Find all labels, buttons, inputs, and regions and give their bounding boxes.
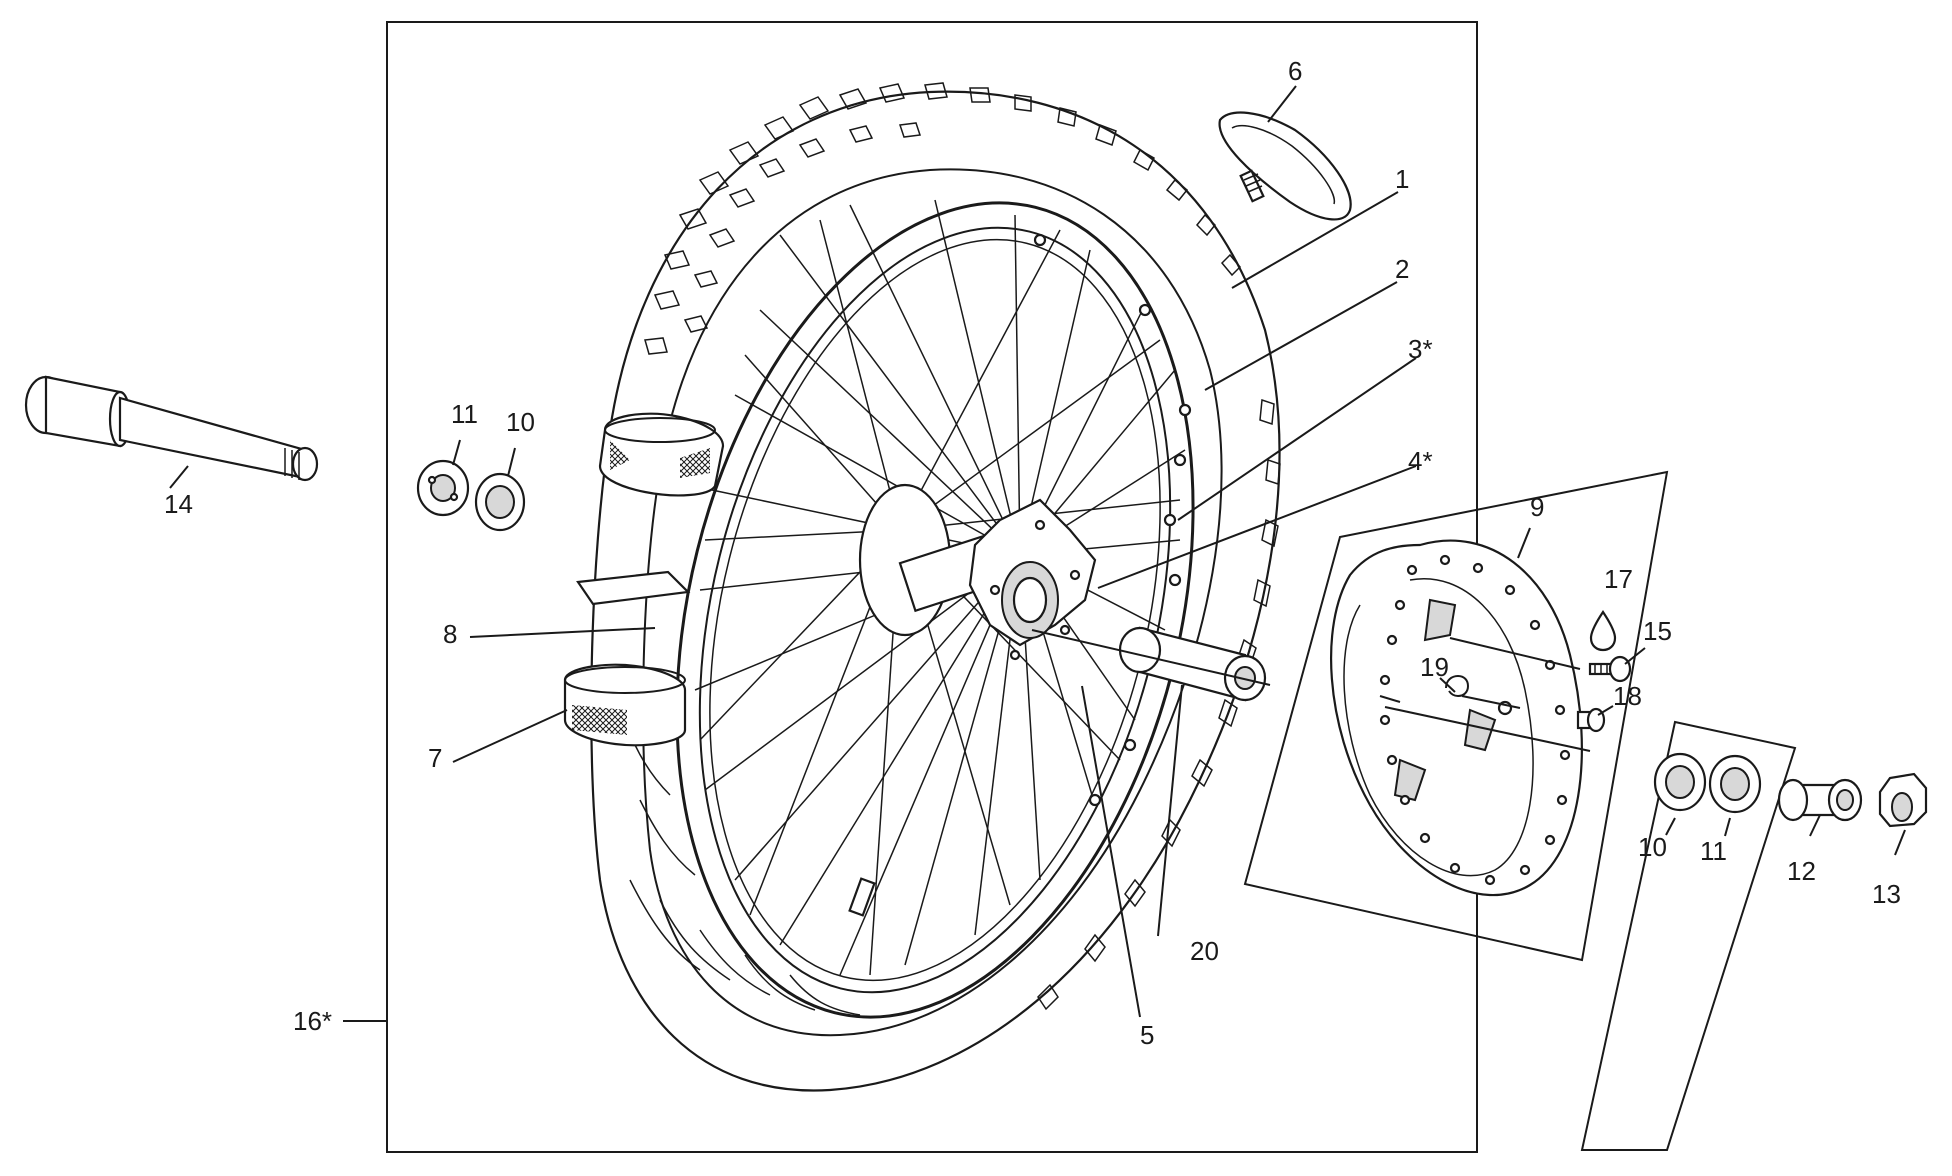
label-7: 7	[428, 743, 442, 773]
front-wheel	[590, 82, 1281, 1092]
label-20: 20	[1190, 936, 1219, 966]
disc-bolt	[1588, 655, 1632, 683]
rim-tape-upper	[598, 412, 725, 497]
label-1: 1	[1395, 164, 1409, 194]
label-16: 16*	[293, 1006, 332, 1036]
brake-disc	[1330, 539, 1583, 897]
spacer-right	[1708, 754, 1762, 814]
spacer-left	[416, 459, 470, 517]
label-8: 8	[443, 619, 457, 649]
tyre-valve	[848, 877, 876, 917]
label-10-right: 10	[1638, 832, 1667, 862]
sidewall-pattern	[624, 719, 861, 1016]
label-13: 13	[1872, 879, 1901, 909]
label-18: 18	[1613, 681, 1642, 711]
tread-knobs	[644, 82, 1242, 355]
axle-spacer	[1777, 778, 1863, 822]
label-17: 17	[1604, 564, 1633, 594]
bearing-left	[474, 472, 526, 532]
front-axle	[24, 375, 319, 482]
label-11-right: 11	[1700, 836, 1727, 866]
label-10-left: 10	[506, 407, 535, 437]
label-2: 2	[1395, 254, 1409, 284]
label-19: 19	[1420, 652, 1449, 682]
brake-disc-frame	[1243, 470, 1669, 962]
hub-bore-inner	[1012, 576, 1048, 624]
label-15: 15	[1643, 616, 1672, 646]
disc-holes	[1379, 554, 1571, 886]
label-3: 3*	[1408, 334, 1433, 364]
label-6: 6	[1288, 56, 1302, 86]
label-9: 9	[1530, 492, 1544, 522]
callout-labels: 1 2 3* 4* 5 6 7 8 9 10 10 11 11 12 13 14…	[164, 56, 1901, 1050]
label-5: 5	[1140, 1020, 1154, 1050]
label-12: 12	[1787, 856, 1816, 886]
leader-lines	[169, 85, 1906, 1022]
disc-pin	[1576, 707, 1606, 733]
label-14: 14	[164, 489, 193, 519]
hub-bolt-holes	[989, 519, 1081, 661]
rim-tape-lower	[563, 663, 687, 747]
rim-lock	[1218, 111, 1352, 221]
label-4: 4*	[1408, 446, 1433, 476]
circlip	[1445, 674, 1470, 698]
inner-tube-strip	[576, 570, 691, 606]
bearing-right	[1653, 752, 1707, 812]
tread-blocks-lower	[1037, 398, 1281, 1011]
axle-nut	[1878, 772, 1928, 828]
axle-spacer-tube	[1118, 626, 1267, 702]
tyre-sidewall	[642, 168, 1223, 1037]
label-11-left: 11	[451, 399, 478, 429]
threadlocker-drop	[1589, 610, 1617, 652]
hardware-frame	[1580, 720, 1797, 1151]
spoke-nipples	[1033, 233, 1192, 807]
